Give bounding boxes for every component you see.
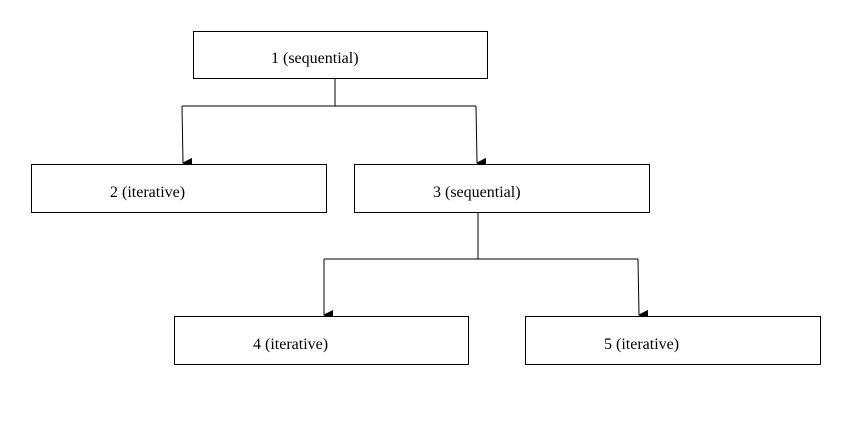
arrow-n1-n3 <box>475 105 487 168</box>
arrow-n1-n2 <box>181 105 193 168</box>
node-label: 1 (sequential) <box>271 50 359 67</box>
node-label: 2 (iterative) <box>110 184 186 201</box>
node-label: 4 (iterative) <box>253 336 329 353</box>
node-1-sequential: 1 (sequential) <box>193 31 488 79</box>
node-label: 3 (sequential) <box>433 184 521 201</box>
node-5-iterative: 5 (iterative) <box>525 316 821 365</box>
node-2-iterative: 2 (iterative) <box>31 164 327 213</box>
node-label: 5 (iterative) <box>604 336 680 353</box>
node-3-sequential: 3 (sequential) <box>354 164 650 213</box>
arrow-n3-n5 <box>637 258 649 320</box>
node-4-iterative: 4 (iterative) <box>174 316 469 365</box>
